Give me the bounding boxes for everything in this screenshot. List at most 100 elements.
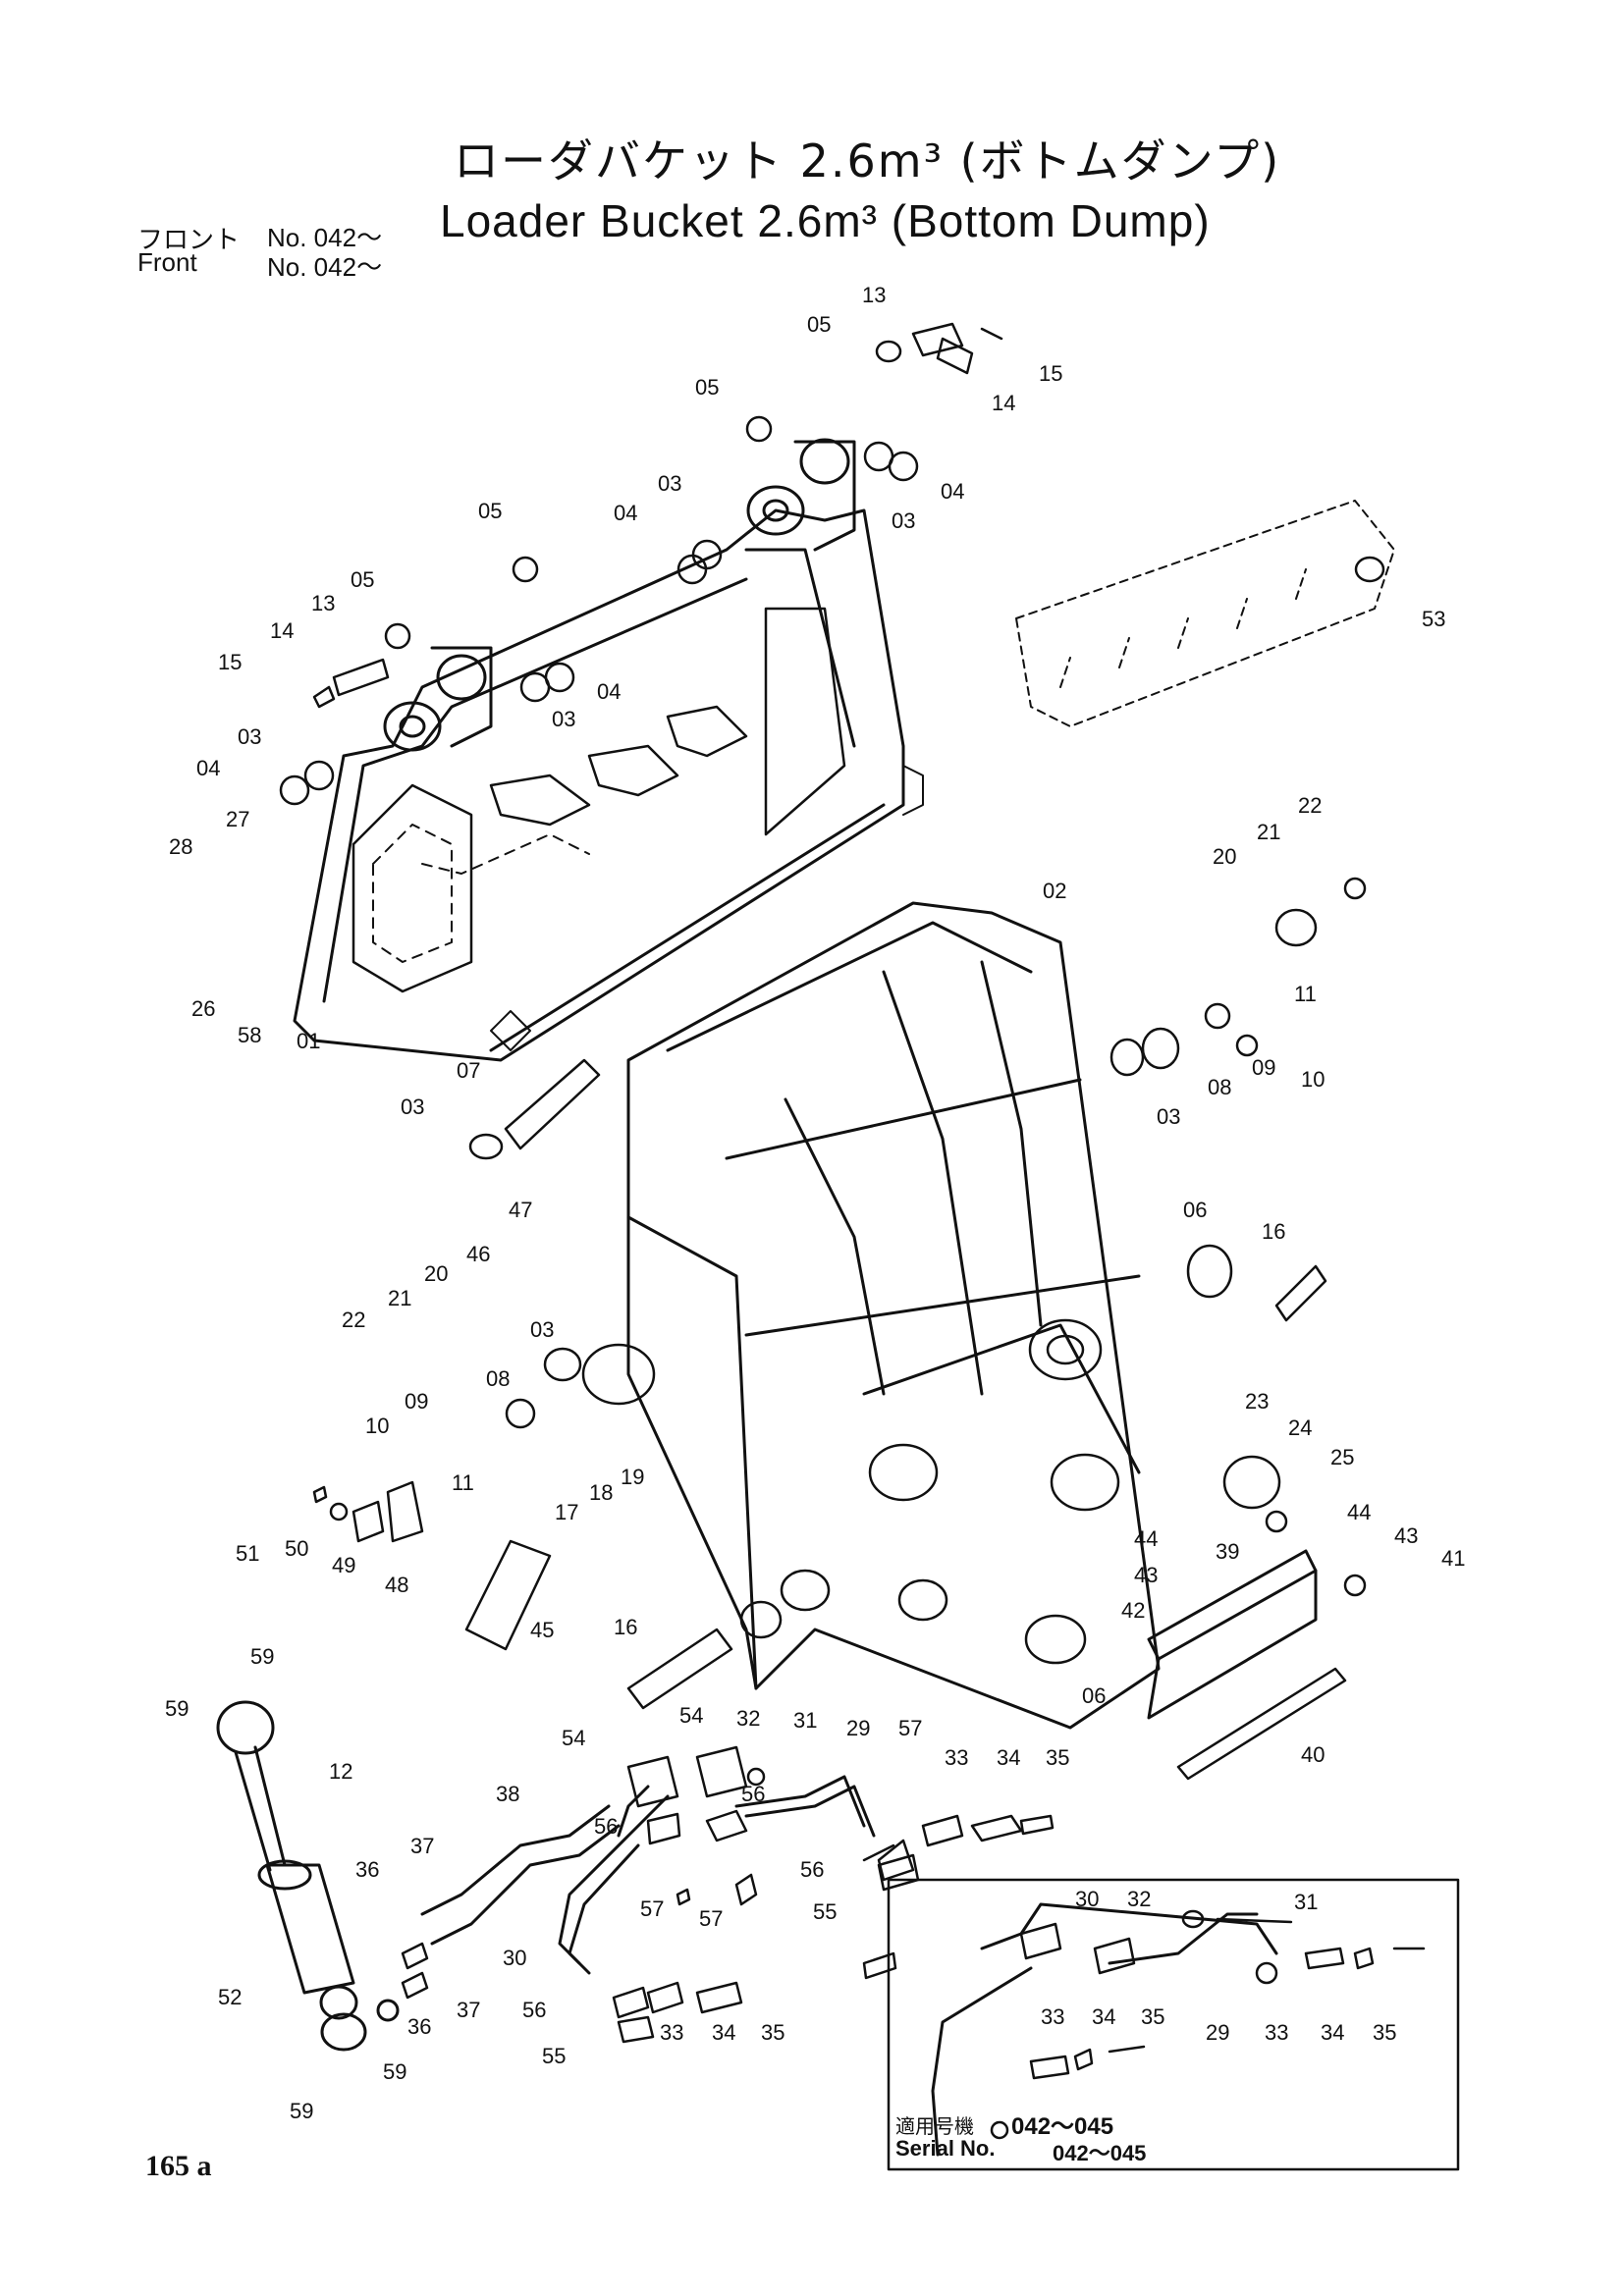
callout-41: 41: [1441, 1546, 1465, 1571]
callout-10: 10: [1301, 1067, 1325, 1092]
callout-37: 37: [457, 1998, 480, 2022]
callout-08: 08: [486, 1366, 510, 1391]
callout-01: 01: [297, 1029, 320, 1053]
callout-48: 48: [385, 1573, 408, 1597]
callout-27: 27: [226, 807, 249, 831]
callout-03: 03: [892, 508, 915, 533]
cutting-edge-teeth-row: [1015, 500, 1395, 727]
callout-30: 30: [1075, 1887, 1099, 1911]
callout-49: 49: [332, 1553, 355, 1577]
callout-10: 10: [365, 1414, 389, 1438]
callout-19: 19: [621, 1465, 644, 1489]
hydraulic-cylinder: [216, 1700, 400, 2052]
callout-36: 36: [355, 1857, 379, 1882]
callout-34: 34: [1321, 2020, 1344, 2045]
callout-15: 15: [218, 650, 242, 674]
callout-31: 31: [1294, 1890, 1318, 1914]
callout-34: 34: [997, 1745, 1020, 1770]
callout-labels: 13 05 15 14 05 03 04 04 03 05 05 13 14 1…: [165, 283, 1465, 2123]
callout-31: 31: [793, 1708, 817, 1733]
callout-56: 56: [522, 1998, 546, 2022]
callout-45: 45: [530, 1618, 554, 1642]
callout-47: 47: [509, 1198, 532, 1222]
callout-59: 59: [250, 1644, 274, 1669]
callout-44: 44: [1347, 1500, 1371, 1524]
callout-39: 39: [1216, 1539, 1239, 1564]
callout-37: 37: [410, 1834, 434, 1858]
inset-applicable-range: 042～045: [1011, 2113, 1114, 2140]
callout-34: 34: [1092, 2004, 1115, 2029]
callout-25: 25: [1330, 1445, 1354, 1469]
callout-35: 35: [1373, 2020, 1396, 2045]
inset-serial-range: 042～045: [1053, 2141, 1147, 2165]
callout-07: 07: [457, 1058, 480, 1083]
callout-29: 29: [1206, 2020, 1229, 2045]
callout-57: 57: [640, 1896, 664, 1921]
callout-18: 18: [589, 1480, 613, 1505]
callout-15: 15: [1039, 361, 1062, 386]
wear-plate-40: [1176, 1667, 1347, 1781]
callout-14: 14: [270, 618, 294, 643]
callout-46: 46: [466, 1242, 490, 1266]
callout-08: 08: [1208, 1075, 1231, 1099]
callout-03: 03: [552, 707, 575, 731]
callout-52: 52: [218, 1985, 242, 2009]
callout-11: 11: [452, 1470, 474, 1495]
upper-small-parts: [279, 322, 1003, 806]
callout-36: 36: [407, 2014, 431, 2039]
callout-51: 51: [236, 1541, 259, 1566]
clamps-and-fittings: [401, 1745, 1055, 2044]
callout-38: 38: [496, 1782, 519, 1806]
callout-20: 20: [424, 1261, 448, 1286]
callout-53: 53: [1422, 607, 1445, 631]
callout-57: 57: [699, 1906, 723, 1931]
callout-03: 03: [1157, 1104, 1180, 1129]
lower-bosses: [581, 1318, 1120, 1639]
callout-06: 06: [1183, 1198, 1207, 1222]
callout-33: 33: [945, 1745, 968, 1770]
inset-box: [887, 1878, 1460, 2171]
callout-21: 21: [1257, 820, 1280, 844]
callout-30: 30: [503, 1946, 526, 1970]
callout-32: 32: [1127, 1887, 1151, 1911]
callout-32: 32: [736, 1706, 760, 1731]
callout-17: 17: [555, 1500, 578, 1524]
callout-04: 04: [614, 501, 637, 525]
callout-59: 59: [290, 2099, 313, 2123]
pivot-eye-left: [383, 646, 493, 752]
callout-20: 20: [1213, 844, 1236, 869]
callout-04: 04: [597, 679, 621, 704]
front-number-english: No. 042～: [267, 252, 383, 282]
callout-35: 35: [1046, 1745, 1069, 1770]
callout-26: 26: [191, 996, 215, 1021]
callout-22: 22: [1298, 793, 1322, 818]
callout-09: 09: [1252, 1055, 1275, 1080]
callout-54: 54: [679, 1703, 703, 1728]
callout-22: 22: [342, 1308, 365, 1332]
callout-57: 57: [898, 1716, 922, 1740]
callout-21: 21: [388, 1286, 411, 1310]
callout-34: 34: [712, 2020, 735, 2045]
front-label-japanese: フロント: [137, 226, 241, 255]
callout-14: 14: [992, 391, 1015, 415]
callout-55: 55: [813, 1899, 837, 1924]
callout-28: 28: [169, 834, 192, 859]
bucket-lower-frame: [626, 901, 1161, 1730]
callout-04: 04: [196, 756, 220, 780]
callout-50: 50: [285, 1536, 308, 1561]
callout-12: 12: [329, 1759, 352, 1784]
callout-16: 16: [614, 1615, 637, 1639]
callout-09: 09: [405, 1389, 428, 1414]
callout-58: 58: [238, 1023, 261, 1047]
front-number-japanese: No. 042～: [267, 223, 383, 252]
callout-55: 55: [542, 2044, 566, 2068]
callout-54: 54: [562, 1726, 585, 1750]
callout-40: 40: [1301, 1742, 1325, 1767]
bucket-upper-body: [293, 508, 924, 1062]
callout-03: 03: [401, 1095, 424, 1119]
title-japanese: ローダバケット 2.6m³ (ボトムダンプ): [454, 134, 1281, 187]
callout-35: 35: [1141, 2004, 1164, 2029]
front-label-english: Front: [137, 247, 197, 277]
callout-03: 03: [238, 724, 261, 749]
callout-42: 42: [1121, 1598, 1145, 1623]
